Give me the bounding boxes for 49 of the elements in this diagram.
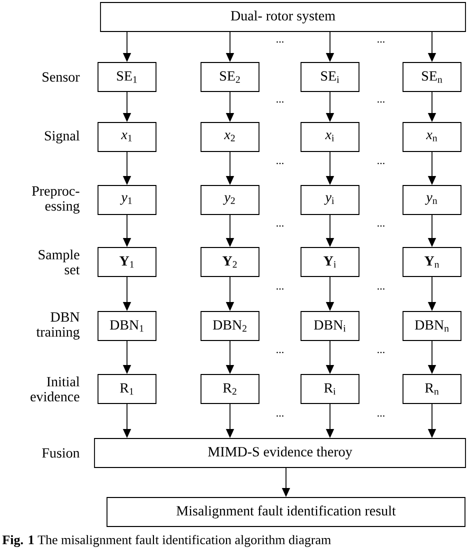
process-box: y$_{i}$ <box>300 185 360 215</box>
process-box: R$_{n}$ <box>402 374 462 404</box>
process-box: Y$_{i}$ <box>300 247 360 277</box>
ellipsis: ... <box>276 225 284 227</box>
process-box: DBN$_{n}$ <box>402 311 462 341</box>
process-box: SE$_{i}$ <box>300 62 360 92</box>
process-box: R$_{i}$ <box>300 374 360 404</box>
ellipsis: ... <box>378 352 384 354</box>
process-box: Y$_{1}$ <box>98 247 156 277</box>
row-label: Preproc-essing <box>32 186 80 214</box>
process-box: Dual- rotor system <box>100 2 466 32</box>
process-box: y$_{2}$ <box>200 185 260 215</box>
process-box: SE$_{n}$ <box>402 62 462 92</box>
process-box: x$_{2}$ <box>200 122 260 152</box>
process-box: DBN$_{i}$ <box>300 311 360 341</box>
row-label: Sensor <box>42 72 80 82</box>
process-box: y$_{1}$ <box>98 185 156 215</box>
ellipsis: ... <box>378 162 384 164</box>
process-box: x$_{n}$ <box>402 122 462 152</box>
process-box: Y$_{2}$ <box>200 247 260 277</box>
process-box: R$_{2}$ <box>200 374 260 404</box>
ellipsis: ... <box>276 415 284 417</box>
row-label: Fusion <box>42 448 80 458</box>
process-box: SE$_{2}$ <box>200 62 260 92</box>
ellipsis: ... <box>378 225 384 227</box>
process-box: R$_{1}$ <box>98 374 156 404</box>
ellipsis: ... <box>378 415 384 417</box>
row-label: DBN training <box>36 312 80 340</box>
ellipsis: ... <box>378 101 384 103</box>
process-box: DBN$_{2}$ <box>200 311 260 341</box>
ellipsis: ... <box>276 162 284 164</box>
ellipsis: ... <box>378 288 384 290</box>
row-label: Signal <box>44 130 80 144</box>
ellipsis: ... <box>378 41 384 43</box>
ellipsis: ... <box>276 41 284 43</box>
ellipsis: ... <box>276 352 284 354</box>
process-box: MIMD-S evidence theroy <box>94 438 466 468</box>
ellipsis: ... <box>276 288 284 290</box>
row-label: Initial evidence <box>30 376 80 402</box>
process-box: Misalignment fault identification result <box>106 497 466 527</box>
process-box: SE$_{1}$ <box>98 62 156 92</box>
row-label: Sample set <box>38 250 80 274</box>
ellipsis: ... <box>276 101 284 103</box>
caption: Fig. 1 The misalignment fault identification algorithm diagram <box>2 534 331 547</box>
process-box: DBN$_{1}$ <box>98 311 156 341</box>
process-box: x$_{1}$ <box>98 122 156 152</box>
process-box: y$_{n}$ <box>402 185 462 215</box>
process-box: x$_{i}$ <box>300 122 360 152</box>
process-box: Y$_{n}$ <box>402 247 462 277</box>
